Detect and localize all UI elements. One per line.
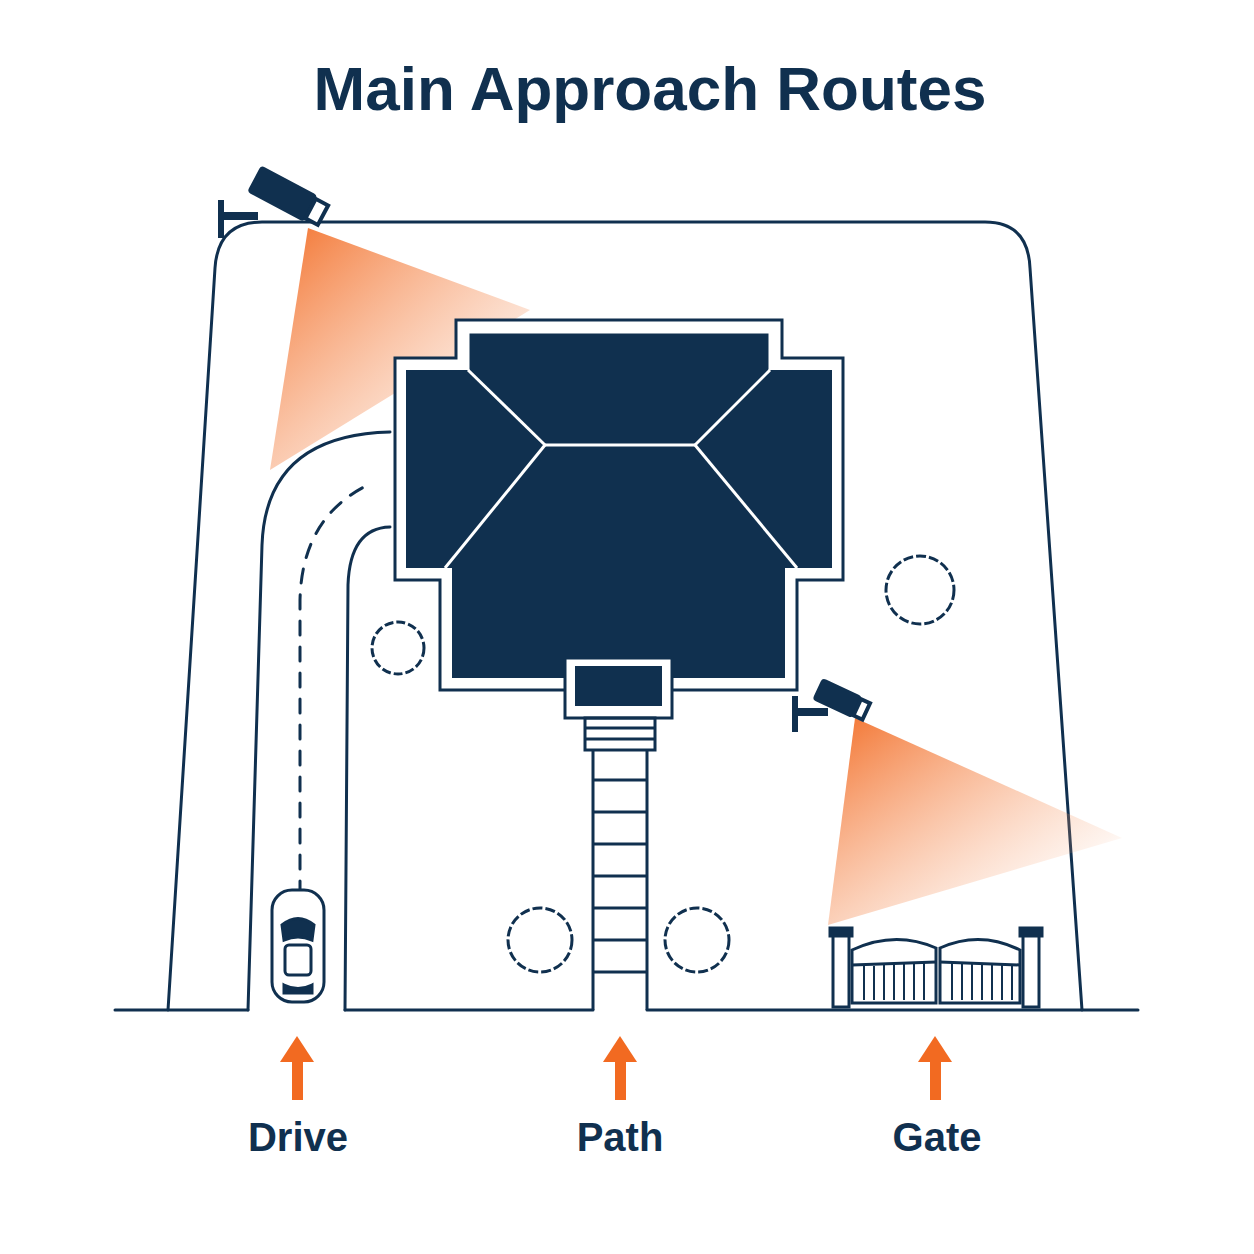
driveway-edge (345, 527, 390, 1010)
house-outline (395, 320, 843, 690)
security-camera (218, 165, 330, 238)
car (272, 890, 324, 1002)
tree (372, 556, 954, 972)
route-label: Gate (893, 1115, 982, 1160)
route-label: Path (577, 1115, 664, 1160)
route-arrow (280, 1036, 952, 1100)
front-path (585, 718, 655, 1010)
driveway-centreline (300, 483, 372, 895)
house-roof (406, 332, 832, 678)
property-boundary (168, 222, 1082, 1010)
diagram-title: Main Approach Routes (314, 53, 987, 124)
ground-line (345, 1009, 593, 1012)
roof-ridges (445, 332, 797, 568)
security-camera (792, 678, 871, 732)
route-label: Drive (248, 1115, 348, 1160)
porch-roof (575, 666, 662, 706)
ground-line (647, 1009, 1138, 1012)
ground-line (115, 1009, 248, 1012)
driveway-edge (248, 432, 390, 1010)
camera-view-cone (828, 718, 1122, 925)
porch (565, 658, 672, 718)
gate (830, 928, 1042, 1007)
